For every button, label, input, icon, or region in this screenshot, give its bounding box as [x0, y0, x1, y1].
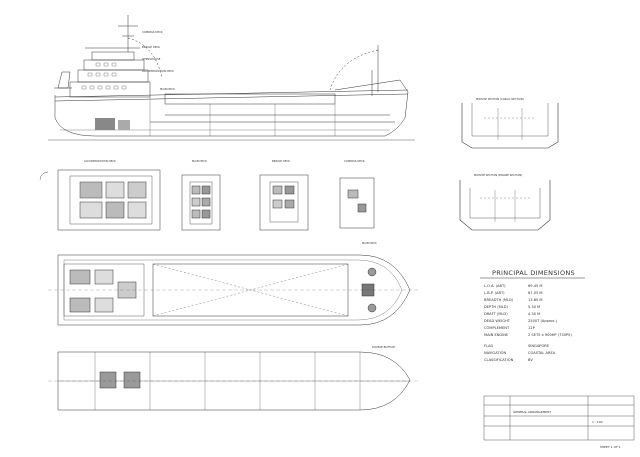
profile-label-main: MAIN DECK — [160, 87, 175, 91]
main-deck-plan-title: MAIN DECK — [362, 241, 377, 245]
main-deck-plan-large — [48, 254, 418, 326]
double-bottom-plan — [48, 351, 418, 411]
main-deck-plan-small — [181, 174, 221, 231]
bridge-deck-title: BRIDGE DECK — [272, 159, 290, 163]
dimension-value: COASTAL AREA — [528, 351, 556, 355]
section-b — [459, 180, 551, 231]
hold-plan-title: DOUBLE BOTTOM — [372, 345, 395, 349]
dimension-value: 4.30 M — [528, 312, 540, 316]
dimension-value: 13.80 M — [528, 298, 543, 302]
profile-label-compass: COMPASS DECK — [142, 30, 163, 34]
dimension-value: 67.05 M — [528, 291, 543, 295]
section-b-title: MIDSHIP SECTION (ENGINE SECTION) — [474, 173, 522, 177]
accommodation-deck-plan — [39, 169, 161, 231]
dimension-label: DEAD WEIGHT — [484, 319, 511, 323]
profile-labels: COMPASS DECK BRIDGE DECK WHEELHOUSE ACCO… — [142, 30, 175, 91]
dimension-label: NAVIGATION — [484, 351, 506, 355]
profile-label-wheelhouse: WHEELHOUSE — [142, 57, 161, 61]
principal-dimensions-rows: L.O.A. (ABT) 69.45 M L.B.P. (ABT) 67.05 M BR… — [484, 284, 572, 362]
dimension-value: 2500T (Approx.) — [528, 319, 558, 323]
accommodation-deck-title: ACCOMMODATION DECK — [84, 159, 116, 163]
dimension-label: BREADTH (MLD) — [484, 298, 514, 302]
dimension-value: 5.30 M — [528, 305, 540, 309]
dimension-value: 12P — [528, 326, 536, 330]
section-a-title: MIDSHIP SECTION (CARGO SECTION) — [476, 97, 524, 101]
dimension-label: L.B.P. (ABT) — [484, 291, 505, 295]
dimension-label: CLASSIFICATION — [484, 358, 514, 362]
dimension-label: COMPLEMENT — [484, 326, 510, 330]
dimension-value: BV — [528, 358, 533, 362]
dimension-label: DEPTH (MLD) — [484, 305, 509, 309]
dimension-label: DRAFT (MLD) — [484, 312, 508, 316]
dimension-value: 69.45 M — [528, 284, 543, 288]
drawing-name: GENERAL ARRANGEMENT — [513, 410, 551, 414]
principal-dimensions-title: PRINCIPAL DIMENSIONS — [492, 269, 575, 277]
deck-plan-titles: ACCOMMODATION DECK MAIN DECK BRIDGE DECK… — [84, 159, 365, 163]
main-deck-title: MAIN DECK — [192, 159, 207, 163]
principal-dimensions: PRINCIPAL DIMENSIONS L.O.A. (ABT) 69.45 M… — [480, 269, 585, 362]
profile-label-bridge: BRIDGE DECK — [142, 45, 160, 49]
profile-label-accommodation: ACCOMMODATION DECK — [142, 69, 174, 73]
dimension-label: FLAG — [484, 344, 494, 348]
dimension-label: MAIN ENGINE — [484, 333, 509, 337]
section-a — [461, 103, 559, 149]
drawing-sheet-number: SHEET 1 OF 1 — [600, 445, 621, 449]
dimension-label: L.O.A. (ABT) — [484, 284, 506, 288]
dimension-value: SINGAPORE — [528, 344, 550, 348]
bridge-deck-plan — [259, 174, 309, 231]
compass-deck-title: COMPASS DECK — [344, 159, 365, 163]
profile-view — [48, 15, 415, 141]
dimension-value: 2 SETS x 900HP (730PS) — [528, 333, 572, 337]
drawing-scale: 1 : 100 — [592, 420, 603, 424]
compass-deck-plan — [339, 177, 375, 229]
title-block — [483, 395, 635, 441]
